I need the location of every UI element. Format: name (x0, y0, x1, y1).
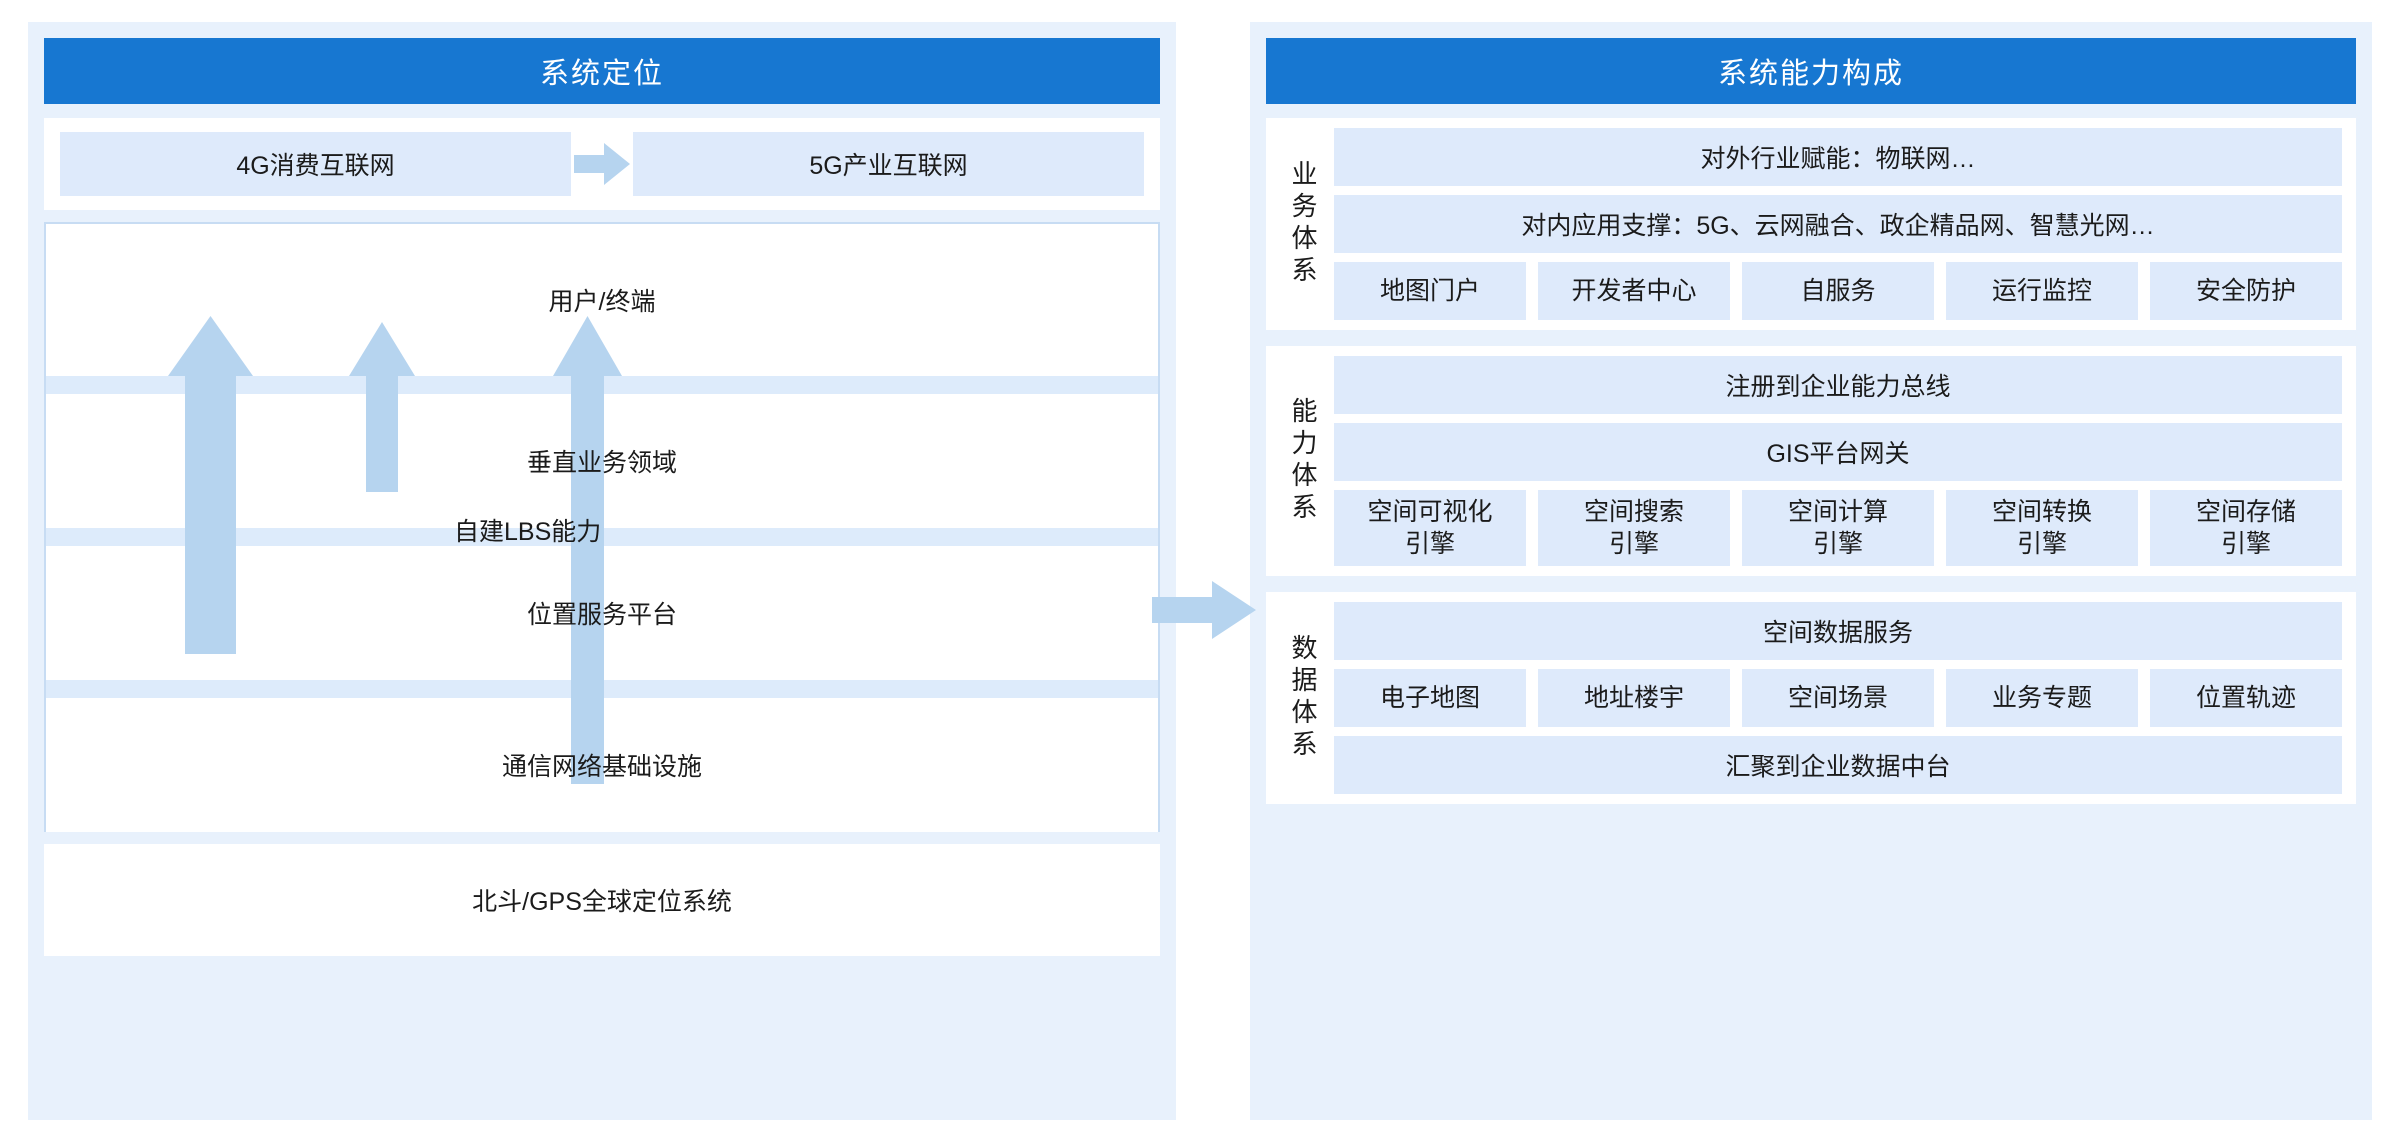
spatial-data-service-box: 空间数据服务 (1334, 602, 2342, 660)
arrow-right-icon (1152, 578, 1256, 642)
chip-self-service[interactable]: 自服务 (1742, 262, 1934, 320)
foundation-label: 北斗/GPS全球定位系统 (472, 888, 732, 916)
right-panel: 系统能力构成 业务体系 对外行业赋能：物联网… 对内应用支撑：5G、云网融合、政… (1250, 22, 2372, 1120)
chip-business-topic[interactable]: 业务专题 (1946, 669, 2138, 727)
capability-chip-row: 空间可视化 引擎 空间搜索 引擎 空间计算 引擎 空间转换 引擎 空间存储 引擎 (1334, 490, 2342, 566)
data-midplatform-aggregation-box: 汇聚到企业数据中台 (1334, 736, 2342, 794)
stack-layer-label: 用户/终端 (548, 288, 656, 316)
right-panel-title: 系统能力构成 (1266, 38, 2356, 104)
chip-security-protection[interactable]: 安全防护 (2150, 262, 2342, 320)
chip-map-portal[interactable]: 地图门户 (1334, 262, 1526, 320)
chip-location-trajectory[interactable]: 位置轨迹 (2150, 669, 2342, 727)
stack-layer-label: 垂直业务领域 (526, 449, 677, 477)
stack-layer-label: 位置服务平台 (526, 601, 677, 629)
stack-layer-location-platform: 位置服务平台 (46, 528, 1158, 680)
chip-spatial-conversion-engine[interactable]: 空间转换 引擎 (1946, 490, 2138, 566)
section-vertical-label: 业务体系 (1288, 160, 1318, 288)
chip-spatial-search-engine[interactable]: 空间搜索 引擎 (1538, 490, 1730, 566)
section-vertical-label: 能力体系 (1288, 397, 1318, 525)
chip-operation-monitor[interactable]: 运行监控 (1946, 262, 2138, 320)
stack-layer-label: 通信网络基础设施 (501, 753, 702, 781)
chip-spatial-storage-engine[interactable]: 空间存储 引擎 (2150, 490, 2342, 566)
migration-row: 4G消费互联网 5G产业互联网 (44, 118, 1160, 210)
business-chip-row: 地图门户 开发者中心 自服务 运行监控 安全防护 (1334, 262, 2342, 320)
section-capability-system: 能力体系 注册到企业能力总线 GIS平台网关 空间可视化 引擎 空间搜索 引擎 … (1266, 346, 2356, 576)
chip-address-building[interactable]: 地址楼宇 (1538, 669, 1730, 727)
gis-platform-gateway-box: GIS平台网关 (1334, 423, 2342, 481)
foundation-row: 北斗/GPS全球定位系统 (44, 844, 1160, 956)
migration-to-box: 5G产业互联网 (633, 132, 1144, 196)
left-panel-title: 系统定位 (44, 38, 1160, 104)
arrow-right-icon (571, 132, 633, 196)
business-external-enablement-box: 对外行业赋能：物联网… (1334, 128, 2342, 186)
chip-spatial-scene[interactable]: 空间场景 (1742, 669, 1934, 727)
architecture-stack: 用户/终端 垂直业务领域 位置服务平台 通信网络基础设施 自建LBS能力 (44, 222, 1160, 832)
section-vertical-label: 数据体系 (1288, 634, 1318, 762)
migration-from-box: 4G消费互联网 (60, 132, 571, 196)
section-rows: 空间数据服务 电子地图 地址楼宇 空间场景 业务专题 位置轨迹 汇聚到企业数据中… (1334, 602, 2342, 794)
chip-electronic-map[interactable]: 电子地图 (1334, 669, 1526, 727)
capability-bus-registration-box: 注册到企业能力总线 (1334, 356, 2342, 414)
left-panel-body: 4G消费互联网 5G产业互联网 (44, 118, 1160, 956)
section-rows: 注册到企业能力总线 GIS平台网关 空间可视化 引擎 空间搜索 引擎 空间计算 … (1334, 356, 2342, 566)
chip-spatial-computation-engine[interactable]: 空间计算 引擎 (1742, 490, 1934, 566)
business-internal-support-box: 对内应用支撑：5G、云网融合、政企精品网、智慧光网… (1334, 195, 2342, 253)
chip-developer-center[interactable]: 开发者中心 (1538, 262, 1730, 320)
section-rows: 对外行业赋能：物联网… 对内应用支撑：5G、云网融合、政企精品网、智慧光网… 地… (1334, 128, 2342, 320)
stack-layer-vertical-business: 垂直业务领域 (46, 376, 1158, 528)
stack-layer-network-infrastructure: 通信网络基础设施 (46, 680, 1158, 832)
left-panel: 系统定位 4G消费互联网 5G产业互联网 (28, 22, 1176, 1120)
stack-layer-user-terminal: 用户/终端 (46, 224, 1158, 376)
chip-spatial-visualization-engine[interactable]: 空间可视化 引擎 (1334, 490, 1526, 566)
right-panel-body: 业务体系 对外行业赋能：物联网… 对内应用支撑：5G、云网融合、政企精品网、智慧… (1266, 118, 2356, 804)
self-built-lbs-note: 自建LBS能力 (454, 518, 602, 546)
data-chip-row: 电子地图 地址楼宇 空间场景 业务专题 位置轨迹 (1334, 669, 2342, 727)
section-data-system: 数据体系 空间数据服务 电子地图 地址楼宇 空间场景 业务专题 位置轨迹 汇聚到… (1266, 592, 2356, 804)
section-business-system: 业务体系 对外行业赋能：物联网… 对内应用支撑：5G、云网融合、政企精品网、智慧… (1266, 118, 2356, 330)
